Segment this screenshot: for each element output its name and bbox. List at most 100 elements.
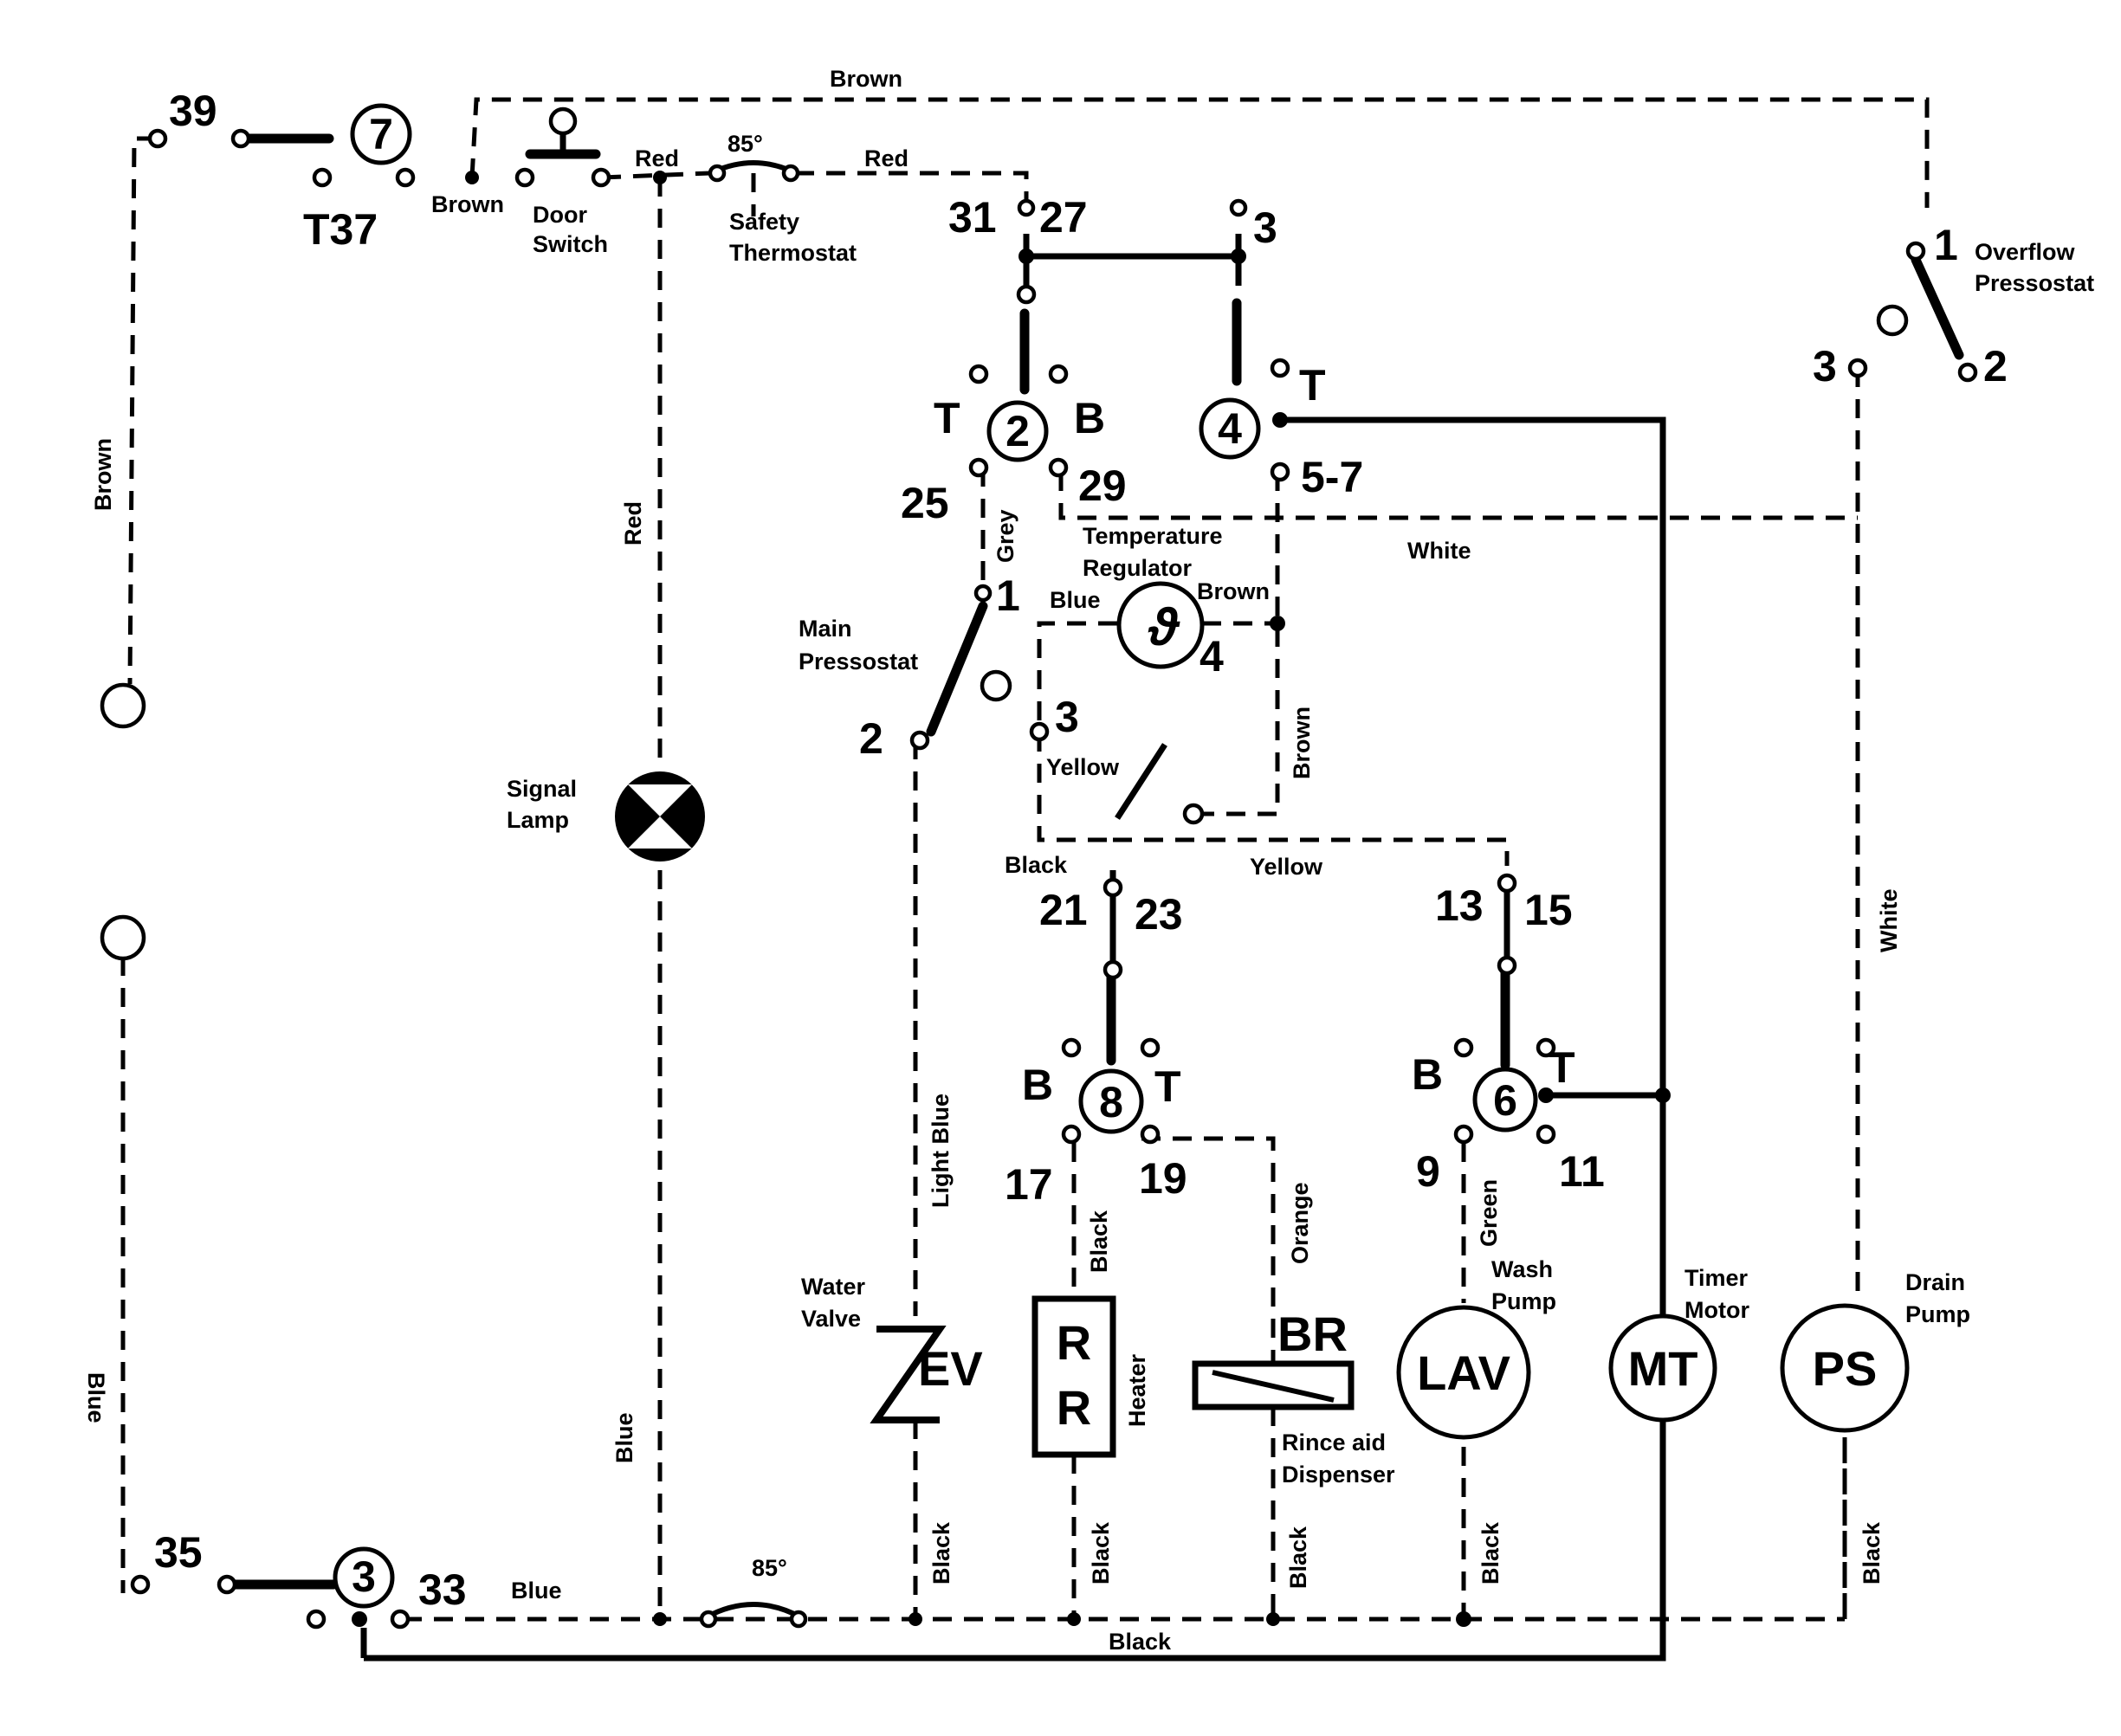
terminal-numbers: 39 T37 31 27 3 25 29 5-7 1 2 3 1 2 3 4 2… xyxy=(154,87,2008,1614)
label-t5-7: 5-7 xyxy=(1301,453,1363,501)
label-t3-top: 3 xyxy=(1253,203,1277,252)
wire-orange xyxy=(1141,1136,1276,1364)
cam-2-label: 2 xyxy=(1006,407,1030,455)
label-t29: 29 xyxy=(1078,461,1127,510)
label-black-ev: Black xyxy=(928,1521,954,1584)
cam-4-symbol xyxy=(1199,397,1261,460)
label-t2-main: 2 xyxy=(859,714,883,763)
terminal-main-2 xyxy=(909,730,930,751)
terminal-39 xyxy=(147,128,168,149)
label-red-lamp: Red xyxy=(620,501,646,545)
solid-conductors xyxy=(218,126,1964,1662)
terminal-11 xyxy=(1536,1124,1556,1145)
label-white-vertical: White xyxy=(1876,889,1902,953)
node-ev-bus xyxy=(909,1612,922,1626)
node-6-T xyxy=(1538,1087,1554,1103)
wire-color-labels: Brown Brown Brown Red Red Red Blue Blue … xyxy=(83,66,1902,1655)
terminal-4-T xyxy=(1270,358,1290,378)
label-grey: Grey xyxy=(993,509,1018,563)
label-t33: 33 xyxy=(418,1565,467,1614)
label-red-timer: Red xyxy=(864,145,909,171)
plug-bottom xyxy=(100,914,146,961)
node-33 xyxy=(352,1611,367,1627)
node-4-T xyxy=(1272,412,1288,428)
label-brown-door: Brown xyxy=(431,191,504,217)
letter-c8-left: B xyxy=(1022,1061,1053,1109)
node-31-27 xyxy=(1018,248,1034,264)
letter-c6-left: B xyxy=(1412,1050,1443,1099)
terminal-ov-2 xyxy=(1957,362,1978,383)
terminal-33-right xyxy=(390,1609,411,1630)
label-orange: Orange xyxy=(1287,1182,1313,1264)
bottom-thermostat-left xyxy=(699,1610,718,1629)
label-t11: 11 xyxy=(1559,1147,1605,1196)
timer-motor-symbol xyxy=(1608,1313,1717,1423)
node-br-bus xyxy=(1266,1612,1280,1626)
terminal-23 xyxy=(1103,959,1123,980)
cam-numbers: 7 2 4 8 6 3 xyxy=(352,110,1517,1601)
label-red-door: Red xyxy=(635,145,679,171)
label-t21: 21 xyxy=(1039,886,1088,934)
terminal-door-left xyxy=(514,167,535,188)
safety-thermostat-left xyxy=(708,164,727,183)
node-brown-reg xyxy=(1270,616,1285,631)
bottom-thermostat-right xyxy=(789,1610,808,1629)
code-br: BR xyxy=(1277,1307,1348,1361)
terminal-15 xyxy=(1497,955,1517,976)
cam-8-symbol xyxy=(1078,1068,1144,1134)
cam-3-symbol xyxy=(333,1546,395,1609)
label-yellow-switch: Yellow xyxy=(1046,754,1120,780)
label-t35: 35 xyxy=(154,1528,203,1577)
label-thermostat-rating-top: 85° xyxy=(727,131,763,157)
terminal-2-T xyxy=(968,364,989,384)
label-black-br: Black xyxy=(1285,1526,1311,1589)
cam4-to-timer xyxy=(364,416,1666,1662)
terminal-17 xyxy=(1061,1124,1082,1145)
cam-4-label: 4 xyxy=(1218,404,1242,453)
overflow-actuator xyxy=(1876,304,1909,337)
wire-brown-top xyxy=(469,97,1930,208)
terminal-ov-1 xyxy=(1905,241,1926,261)
wire-yellow-link xyxy=(1113,837,1510,866)
main-switch-blade xyxy=(926,601,988,737)
label-yellow-link: Yellow xyxy=(1250,854,1323,880)
drain-pump-symbol xyxy=(1780,1303,1910,1433)
terminal-37-left xyxy=(312,167,333,188)
label-brown-thermo: Brown xyxy=(1197,578,1270,604)
label-t27: 27 xyxy=(1039,193,1088,242)
wire-red-door-thermo xyxy=(601,171,711,180)
label-green: Green xyxy=(1476,1179,1502,1247)
label-t9: 9 xyxy=(1416,1147,1440,1196)
code-rr-top: R xyxy=(1057,1315,1091,1370)
terminal-19 xyxy=(1140,1124,1161,1145)
label-blue-thermo: Blue xyxy=(1050,587,1101,613)
label-heater: Heater xyxy=(1124,1353,1150,1427)
wire-white xyxy=(1058,472,1858,520)
terminal-6-T xyxy=(1536,1037,1556,1058)
terminal-31 xyxy=(1017,198,1036,217)
terminal-6-B xyxy=(1453,1037,1474,1058)
component-codes: EV R R BR LAV MT PS xyxy=(918,1307,1877,1435)
label-brown-vertical: Brown xyxy=(1289,707,1315,779)
label-t25: 25 xyxy=(901,479,949,527)
bottom-thermostat-symbol xyxy=(704,1602,803,1620)
cam-2-symbol xyxy=(986,400,1049,462)
label-t3-ov: 3 xyxy=(1813,342,1837,390)
temperature-regulator-glyph: ϑ xyxy=(1148,598,1180,656)
safety-thermostat-right xyxy=(781,164,800,183)
label-blue-bus: Blue xyxy=(511,1578,562,1604)
terminal-27 xyxy=(1016,284,1037,305)
label-black-ps: Black xyxy=(1859,1521,1885,1584)
label-t1-ov: 1 xyxy=(1934,221,1958,269)
terminal-9 xyxy=(1453,1124,1474,1145)
rinse-aid-symbol xyxy=(1192,1360,1355,1410)
label-t4-reg: 4 xyxy=(1200,632,1224,681)
code-ps: PS xyxy=(1813,1341,1878,1396)
letter-c8-right: T xyxy=(1154,1062,1181,1111)
letter-c4-right: T xyxy=(1299,361,1326,410)
reg-switch-blade xyxy=(1115,743,1167,820)
label-white: White xyxy=(1407,538,1471,564)
